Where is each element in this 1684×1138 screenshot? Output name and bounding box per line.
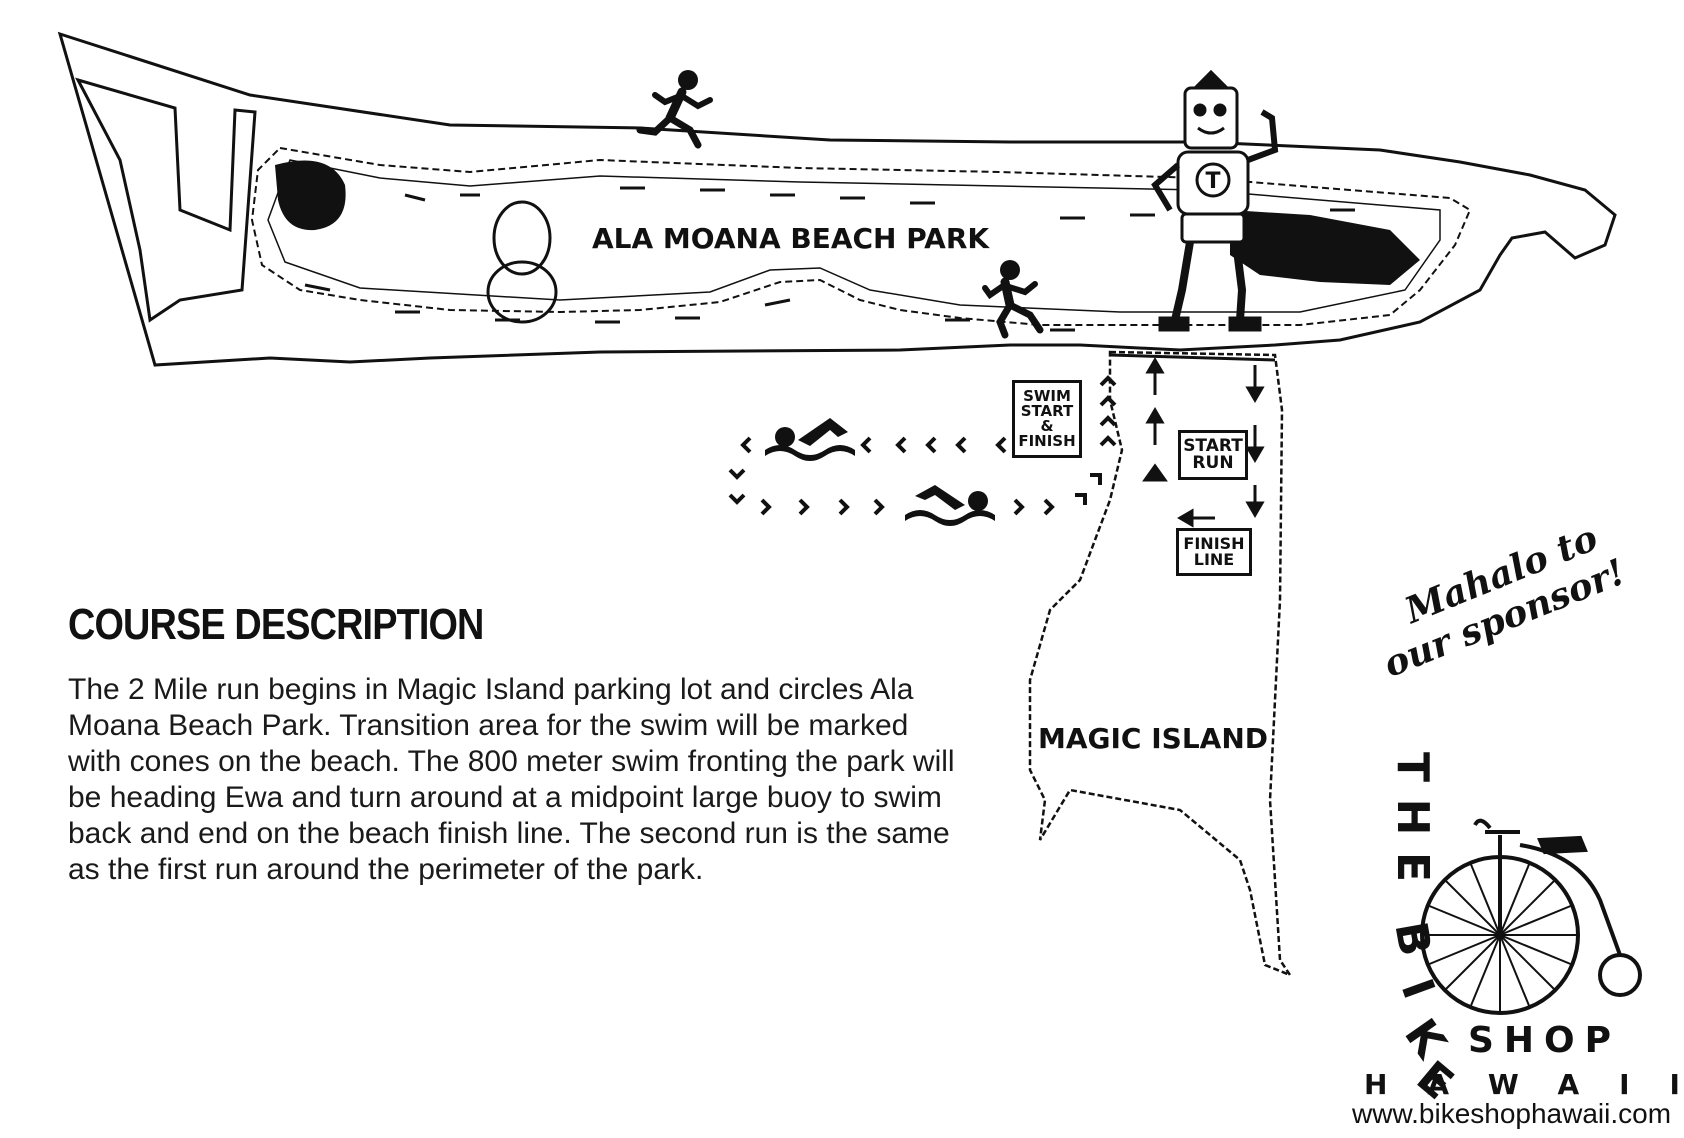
sponsor-logo-vertical-text: T H E B I K E (1372, 742, 1462, 1110)
magic-island-outline (1028, 350, 1294, 978)
run-arrows-top (404, 186, 1355, 220)
pond-right (1230, 210, 1420, 285)
runner-icon-2 (982, 260, 1044, 339)
sponsor-logo-shop: SHOP (1468, 1020, 1622, 1061)
park-path-inner (267, 159, 1441, 313)
run-arrows-bottom (304, 283, 1075, 332)
loop-lower (486, 260, 558, 324)
magic-island-path (1109, 353, 1276, 362)
magic-island-label: MAGIC ISLAND (1038, 722, 1269, 755)
swim-box-line-3: & (1040, 417, 1054, 435)
course-description-heading: COURSE DESCRIPTION (68, 600, 484, 649)
parking-lot-outline (75, 77, 257, 323)
svg-text:T: T (1205, 169, 1220, 194)
swim-start-finish-box: SWIM START & FINISH (1012, 380, 1082, 458)
course-description-text: The 2 Mile run begins in Magic Island pa… (68, 673, 955, 886)
sponsor-url: www.bikeshophawaii.com (1352, 1098, 1672, 1129)
start-run-line-1: START (1183, 436, 1243, 456)
magic-island-arrows (1142, 357, 1265, 528)
mascot-icon: T (1151, 69, 1279, 332)
start-run-box: START RUN (1178, 430, 1248, 480)
finish-line-line-2: LINE (1193, 550, 1235, 569)
swim-box-line-1: SWIM (1023, 387, 1071, 405)
finish-line-line-1: FINISH (1183, 534, 1245, 553)
swim-chevrons (728, 375, 1117, 516)
finish-line-box: FINISH LINE (1176, 528, 1252, 576)
sponsor-logo-hawaii: HAWAII (1364, 1068, 1680, 1101)
swim-box-line-2: START (1020, 402, 1074, 420)
park-outline (57, 31, 1617, 367)
runner-icon-1 (636, 70, 713, 149)
start-run-line-2: RUN (1192, 453, 1234, 473)
swimmer-icon-2 (905, 485, 995, 526)
swim-box-line-4: FINISH (1018, 432, 1076, 450)
loop-upper (492, 200, 552, 276)
swimmer-icon-1 (765, 418, 855, 461)
park-label: ALA MOANA BEACH PARK (592, 222, 990, 255)
pond-left (275, 160, 346, 231)
bicycle-icon (1420, 818, 1642, 1015)
